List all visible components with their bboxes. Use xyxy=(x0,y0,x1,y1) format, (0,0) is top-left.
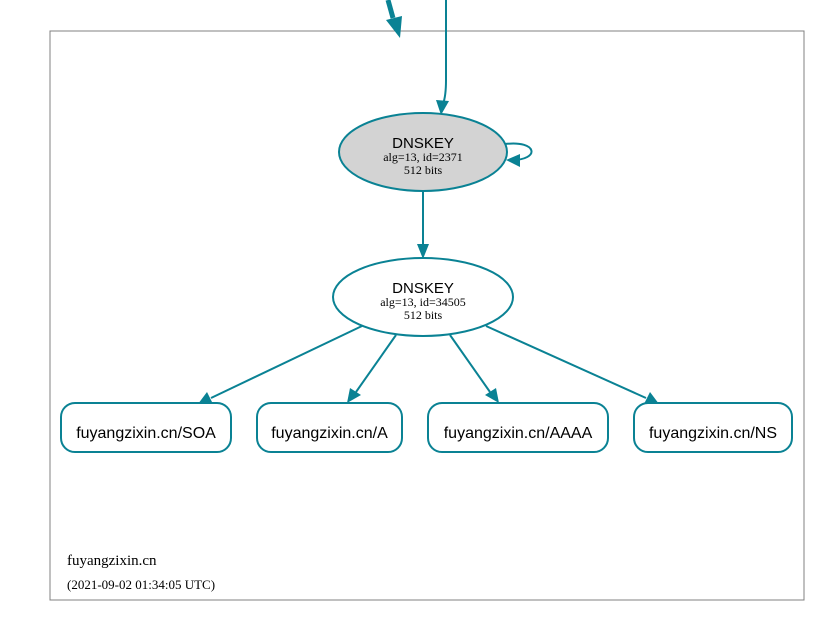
zsk-to-soa-edge xyxy=(210,325,363,399)
rrset-label-a: fuyangzixin.cn/A xyxy=(271,425,388,442)
dnskey-zsk-ellipse xyxy=(332,257,514,337)
dnskey-zsk-type: DNSKEY xyxy=(392,280,454,297)
dnskey-ksk-type: DNSKEY xyxy=(392,135,454,152)
rrset-box-ns xyxy=(633,402,793,453)
dnskey-ksk-size: 512 bits xyxy=(404,163,443,177)
dnskey-zsk-detail: alg=13, id=34505 xyxy=(380,295,466,309)
zone-name-label: fuyangzixin.cn xyxy=(67,553,157,569)
incoming-delegation-edge xyxy=(385,0,396,19)
zsk-to-soa-arrowhead xyxy=(198,392,213,404)
zsk-to-ns-arrowhead xyxy=(644,392,659,404)
zone-cluster-box xyxy=(49,30,805,601)
incoming-delegation-arrowhead xyxy=(386,16,402,38)
zone-timestamp: (2021-09-02 01:34:05 UTC) xyxy=(67,577,215,592)
dnskey-zsk-node[interactable]: DNSKEY alg=13, id=34505 512 bits xyxy=(332,257,514,337)
zsk-to-ns-edge xyxy=(485,325,647,399)
ksk-to-zsk-arrowhead xyxy=(417,244,429,259)
rrset-node-ns[interactable]: fuyangzixin.cn/NS xyxy=(633,402,793,453)
dnskey-ksk-detail: alg=13, id=2371 xyxy=(383,150,463,164)
rrset-node-soa[interactable]: fuyangzixin.cn/SOA xyxy=(60,402,232,453)
ksk-self-loop-arrowhead xyxy=(506,154,520,167)
rrset-box-aaaa xyxy=(427,402,609,453)
rrset-node-aaaa[interactable]: fuyangzixin.cn/AAAA xyxy=(427,402,609,453)
dnskey-ksk-node[interactable]: DNSKEY alg=13, id=2371 512 bits xyxy=(338,112,508,192)
zsk-to-aaaa-edge xyxy=(449,334,491,393)
incoming-ds-edge xyxy=(442,0,447,105)
rrset-box-a xyxy=(256,402,403,453)
rrset-label-ns: fuyangzixin.cn/NS xyxy=(649,425,777,442)
zsk-to-a-edge xyxy=(355,334,397,393)
rrset-node-a[interactable]: fuyangzixin.cn/A xyxy=(256,402,403,453)
incoming-ds-arrowhead xyxy=(436,100,449,115)
rrset-label-soa: fuyangzixin.cn/SOA xyxy=(76,425,216,442)
rrset-box-soa xyxy=(60,402,232,453)
zsk-to-a-arrowhead xyxy=(347,388,361,403)
rrset-label-aaaa: fuyangzixin.cn/AAAA xyxy=(444,425,593,442)
dnskey-zsk-size: 512 bits xyxy=(404,308,443,322)
zsk-to-aaaa-arrowhead xyxy=(485,388,499,403)
